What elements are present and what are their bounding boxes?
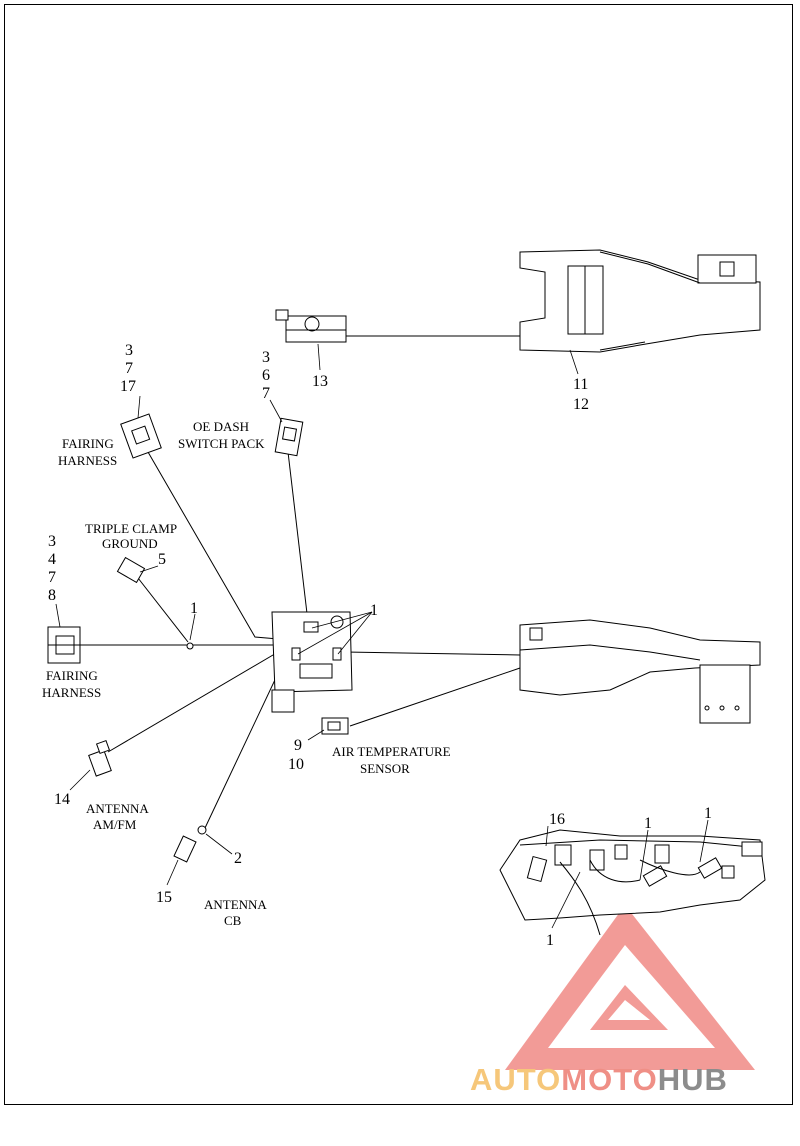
antenna-amfm-connector [88,739,112,777]
fairing-harness-label: FAIRING [46,668,98,683]
watermark-moto: MOTO [561,1062,658,1097]
callout-1: 1 [704,805,712,822]
central-module-bracket [271,611,353,713]
fairing-bracket-upper [519,249,761,353]
drawing-border [4,4,793,1105]
harness-wires [80,335,521,829]
fairing-harness-label: FAIRING [62,436,114,451]
air-temperature-sensor [321,717,349,735]
leader-lines [55,343,709,929]
callout-12: 12 [573,396,589,413]
callout-1: 1 [546,932,554,949]
callout-3: 3 [48,533,56,550]
callout-6: 6 [262,367,270,384]
triple-clamp-label: TRIPLE CLAMP [85,521,177,536]
watermark-text: AUTOMOTOHUB [470,1062,728,1098]
triple-clamp-ground-connector [116,556,194,650]
fairing-harness-label: HARNESS [42,685,101,700]
callout-15: 15 [156,889,172,906]
antenna-amfm-label: AM/FM [93,817,137,832]
callout-9: 9 [294,737,302,754]
antenna-cb-connector [173,825,207,863]
antenna-cb-label: CB [224,913,242,928]
inset-detail-view [499,829,766,936]
air-temp-label: AIR TEMPERATURE [332,744,451,759]
antenna-amfm-label: ANTENNA [86,801,149,816]
callout-1: 1 [644,815,652,832]
callout-10: 10 [288,756,304,773]
callout-13: 13 [312,373,328,390]
callout-numbers: 3 7 17 3 6 7 13 11 12 3 4 7 8 5 1 1 9 10… [48,342,712,949]
callout-7: 7 [262,385,270,402]
callout-5: 5 [158,551,166,568]
connector-13 [275,309,347,343]
watermark-hub: HUB [657,1062,728,1097]
callout-14: 14 [54,791,70,808]
oe-dash-label: OE DASH [193,419,249,434]
callout-4: 4 [48,551,56,568]
callout-1: 1 [190,600,198,617]
callout-3: 3 [262,349,270,366]
callout-11: 11 [573,376,588,393]
fairing-harness-connector-upper [120,413,162,459]
callout-17: 17 [120,378,136,395]
air-temp-label: SENSOR [360,761,410,776]
fairing-harness-label: HARNESS [58,453,117,468]
callout-2: 2 [234,850,242,867]
callout-8: 8 [48,587,56,604]
fairing-bracket-lower [519,619,761,724]
antenna-cb-label: ANTENNA [204,897,267,912]
callout-7: 7 [125,360,133,377]
component-labels: FAIRING HARNESS OE DASH SWITCH PACK TRIP… [42,419,451,928]
fairing-harness-connector-left [47,626,81,664]
oe-dash-connector [274,417,304,457]
triple-clamp-label: GROUND [102,536,158,551]
callout-1: 1 [370,602,378,619]
oe-dash-label: SWITCH PACK [178,436,265,451]
callout-16: 16 [549,811,565,828]
callout-3: 3 [125,342,133,359]
watermark-logo-icon [505,905,755,1070]
callout-7: 7 [48,569,56,586]
watermark-auto: AUTO [470,1062,562,1097]
